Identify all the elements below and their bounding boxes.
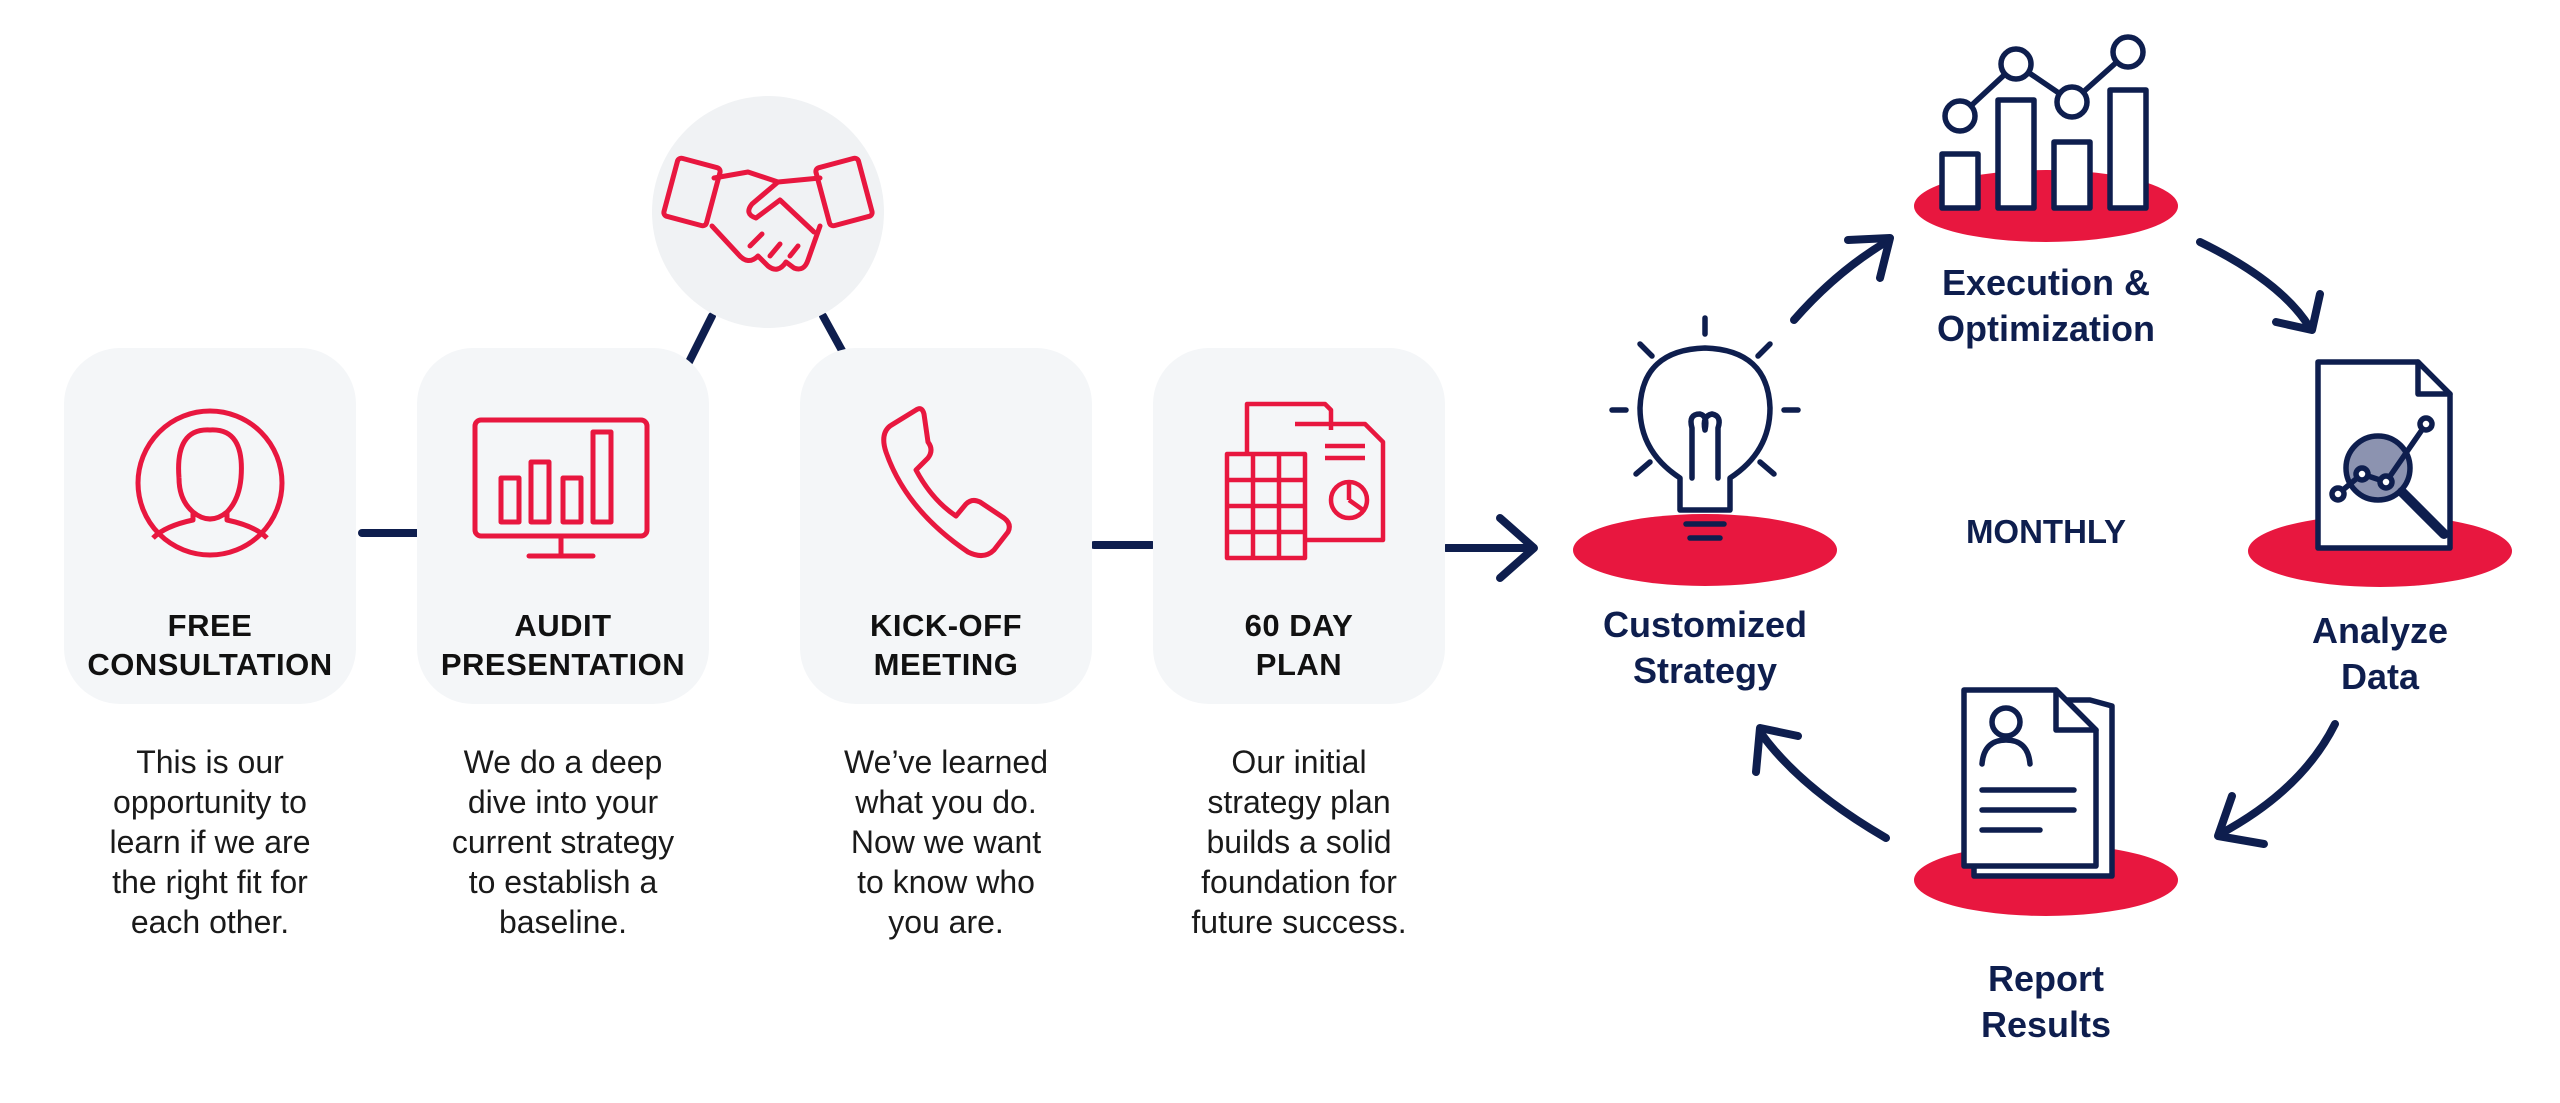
label-line1: Analyze [2311, 610, 2449, 651]
cycle-label-report-results: Report Results [1936, 956, 2156, 1048]
cycle-label-analyze-data: Analyze Data [2270, 608, 2490, 700]
document-magnifier-icon [2315, 359, 2453, 551]
label-line2: Data [2340, 656, 2420, 697]
desc-line: the right fit for [112, 864, 308, 900]
plan-documents-icon [1224, 401, 1386, 561]
handshake-badge [652, 96, 884, 328]
desc-line: you are. [888, 904, 1004, 940]
desc-line: learn if we are [109, 824, 311, 860]
arrow-analyze-to-report [2216, 720, 2339, 838]
desc-line: current strategy [451, 824, 675, 860]
cycle-label-execution-optimization: Execution & Optimization [1890, 260, 2202, 352]
step-title-free-consultation: FREE CONSULTATION [64, 606, 356, 684]
label-line2: Optimization [1937, 308, 2155, 349]
desc-line: to know who [857, 864, 1035, 900]
desc-line: We do a deep [463, 744, 663, 780]
step-description-kick-off-meeting: We’ve learned what you do. Now we want t… [800, 742, 1092, 942]
desc-line: future success. [1191, 904, 1407, 940]
step-title-audit-presentation: AUDIT PRESENTATION [417, 606, 709, 684]
step-title-60-day-plan: 60 DAY PLAN [1153, 606, 1445, 684]
arrow-strategy-to-execution [1790, 238, 1890, 324]
step-description-60-day-plan: Our initial strategy plan builds a solid… [1153, 742, 1445, 942]
step-card-kick-off-meeting [800, 348, 1092, 704]
label-line2: Strategy [1632, 650, 1778, 691]
desc-line: This is our [136, 744, 284, 780]
cycle-label-customized-strategy: Customized Strategy [1565, 602, 1845, 694]
desc-line: to establish a [468, 864, 658, 900]
step-title-line1: FREE [167, 608, 253, 643]
pad-customized-strategy [1573, 514, 1837, 586]
desc-line: baseline. [498, 904, 628, 940]
label-line1: Customized [1602, 604, 1807, 645]
handshake-icon [661, 155, 875, 272]
cycle-center-label: MONTHLY [1965, 513, 2127, 550]
step-description-free-consultation: This is our opportunity to learn if we a… [64, 742, 356, 942]
label-line2: Results [1980, 1004, 2112, 1045]
desc-line: opportunity to [113, 784, 307, 820]
desc-line: dive into your [467, 784, 659, 820]
step-title-line1: 60 DAY [1244, 608, 1354, 643]
desc-line: We’ve learned [844, 744, 1048, 780]
step-card-free-consultation [64, 348, 356, 704]
step-card-audit-presentation [417, 348, 709, 704]
step-title-line2: PLAN [1255, 647, 1343, 682]
step-title-kick-off-meeting: KICK-OFF MEETING [800, 606, 1092, 684]
desc-line: Our initial [1231, 744, 1367, 780]
desc-line: foundation for [1201, 864, 1397, 900]
step-title-line1: KICK-OFF [869, 608, 1023, 643]
report-document-icon [1961, 687, 2115, 879]
step-title-line2: MEETING [873, 647, 1019, 682]
lightbulb-icon [1609, 315, 1801, 541]
desc-line: Now we want [850, 824, 1042, 860]
bar-line-chart-icon [1939, 34, 2149, 211]
desc-line: builds a solid [1206, 824, 1392, 860]
step-title-line2: CONSULTATION [87, 647, 333, 682]
desc-line: what you do. [855, 784, 1037, 820]
desc-line: each other. [130, 904, 290, 940]
step-card-60-day-plan [1153, 348, 1445, 704]
phone-icon [881, 406, 1012, 558]
step-title-line2: PRESENTATION [440, 647, 686, 682]
arrow-execution-to-analyze [2196, 238, 2314, 332]
monitor-chart-icon [472, 417, 650, 559]
desc-line: strategy plan [1207, 784, 1391, 820]
step-description-audit-presentation: We do a deep dive into your current stra… [417, 742, 709, 942]
arrow-report-to-strategy [1756, 728, 1890, 842]
label-line1: Execution & [1941, 262, 2151, 303]
user-icon [135, 408, 285, 558]
label-line1: Report [1988, 958, 2104, 999]
step-title-line1: AUDIT [514, 608, 612, 643]
